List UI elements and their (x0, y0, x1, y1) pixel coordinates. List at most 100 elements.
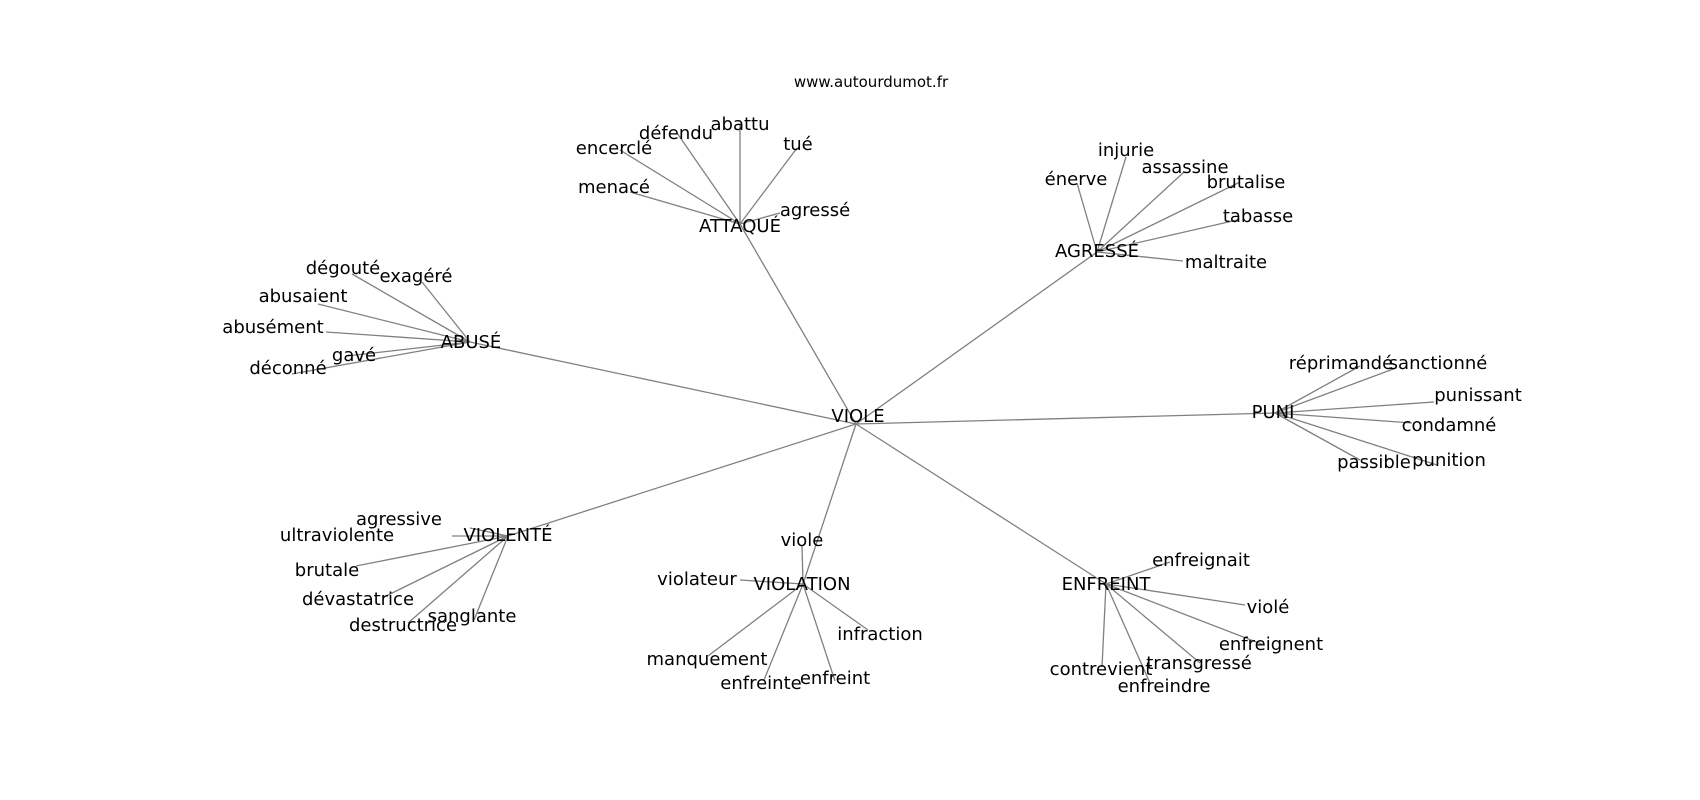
word-node: agressive (356, 509, 442, 530)
word-node: brutalise (1207, 172, 1286, 193)
hub-node: PUNI (1252, 402, 1295, 423)
word-node: exagéré (379, 266, 452, 287)
edge-hub-word (707, 583, 804, 657)
word-node: enfreindre (1118, 676, 1211, 697)
word-node: destructrice (349, 615, 457, 636)
edge-hub-word (1105, 583, 1265, 646)
edge-hub-word (676, 132, 741, 225)
word-node: brutale (295, 560, 359, 581)
word-node: défendu (639, 123, 713, 144)
word-node: infraction (837, 624, 923, 645)
edge-hub-word (1105, 583, 1201, 664)
edge-hub-word (739, 579, 804, 585)
edge-hub-word (383, 535, 509, 598)
hub-node: ENFREINT (1062, 574, 1152, 595)
edge-hub-word (1101, 583, 1107, 668)
word-node: maltraite (1185, 252, 1267, 273)
edge-hub-word (1105, 583, 1151, 684)
edge-hub-word (325, 331, 471, 343)
edge-center-hub (802, 423, 857, 585)
edge-hub-word (1096, 219, 1238, 253)
word-node: enfreinte (720, 673, 801, 694)
edge-hub-word (739, 147, 798, 225)
word-node: tabasse (1223, 206, 1293, 227)
edge-hub-word (1274, 412, 1361, 461)
edge-center-hub (855, 412, 1276, 425)
edge-hub-word (629, 191, 741, 225)
word-node: encerclé (576, 138, 652, 159)
word-node: passible (1337, 452, 1411, 473)
word-node: contrevient (1050, 659, 1153, 680)
word-node: dégouté (306, 258, 380, 279)
edge-hub-word (1274, 365, 1361, 414)
edge-center-hub (739, 223, 857, 425)
word-node: assassine (1141, 157, 1228, 178)
edge-hub-word (291, 341, 471, 375)
edge-hub-word (739, 212, 781, 225)
edge-hub-word (1105, 561, 1171, 585)
word-node: dévastatrice (302, 589, 414, 610)
edge-hub-word (763, 583, 804, 681)
word-node: sanglante (428, 606, 517, 627)
hub-node: AGRESSÉ (1055, 240, 1139, 262)
edge-hub-word (421, 281, 471, 343)
word-node: condamné (1402, 415, 1497, 436)
edge-hub-word (1096, 251, 1184, 262)
word-node: punition (1412, 450, 1486, 471)
word-node: enfreint (800, 668, 870, 689)
word-node: enfreignait (1152, 550, 1250, 571)
edge-hub-word (801, 545, 804, 585)
watermark: www.autourdumot.fr (794, 73, 949, 91)
word-node: viole (781, 530, 824, 551)
hub-node: VIOLATION (753, 574, 850, 595)
edge-hub-word (1096, 181, 1241, 253)
word-node: gavé (332, 345, 376, 366)
edge-hub-word (1096, 156, 1127, 253)
edge-hub-word (351, 273, 471, 343)
word-node: réprimandé (1289, 353, 1393, 374)
edge-hub-word (802, 583, 836, 682)
edge-hub-word (1274, 412, 1413, 424)
edge-hub-word (802, 583, 869, 631)
word-node: menacé (578, 177, 650, 198)
edge-hub-word (469, 527, 509, 537)
edge-hub-word (317, 303, 471, 343)
word-node: déconné (249, 358, 326, 379)
word-node: manquement (647, 649, 768, 670)
word-node: tué (783, 134, 813, 155)
edge-hub-word (473, 535, 509, 621)
hub-node: VIOLENTÉ (463, 524, 552, 546)
edge-center-hub (469, 341, 857, 425)
edge-hub-word (1076, 182, 1098, 253)
word-node: agressé (780, 200, 850, 221)
word-node: violateur (657, 569, 737, 590)
hub-node: ATTAQUÉ (699, 215, 781, 237)
edge-center-hub (855, 251, 1098, 425)
edge-hub-word (1105, 583, 1246, 606)
word-node: enfreignent (1219, 634, 1323, 655)
word-node: abusément (222, 317, 323, 338)
edge-hub-word (355, 535, 509, 567)
word-node: énerve (1045, 169, 1108, 190)
edges (291, 125, 1438, 684)
word-node: violé (1247, 597, 1290, 618)
edge-hub-word (346, 341, 471, 357)
edge-hub-word (1096, 171, 1185, 253)
hub-node: ABUSÉ (441, 331, 502, 353)
word-node: abattu (710, 114, 769, 135)
edge-hub-word (619, 149, 741, 225)
word-node: ultraviolente (280, 525, 394, 546)
edge-hub-word (1274, 367, 1397, 414)
word-node: injurie (1098, 140, 1154, 161)
edge-center-hub (507, 423, 857, 537)
word-node: transgressé (1146, 653, 1252, 674)
word-node: abusaient (259, 286, 348, 307)
word-node: sanctionné (1389, 353, 1488, 374)
edge-hub-word (407, 535, 509, 624)
word-node: punissant (1434, 385, 1522, 406)
edge-hub-word (1274, 401, 1435, 414)
edge-center-hub (855, 423, 1107, 585)
center-node: VIOLE (831, 406, 884, 427)
